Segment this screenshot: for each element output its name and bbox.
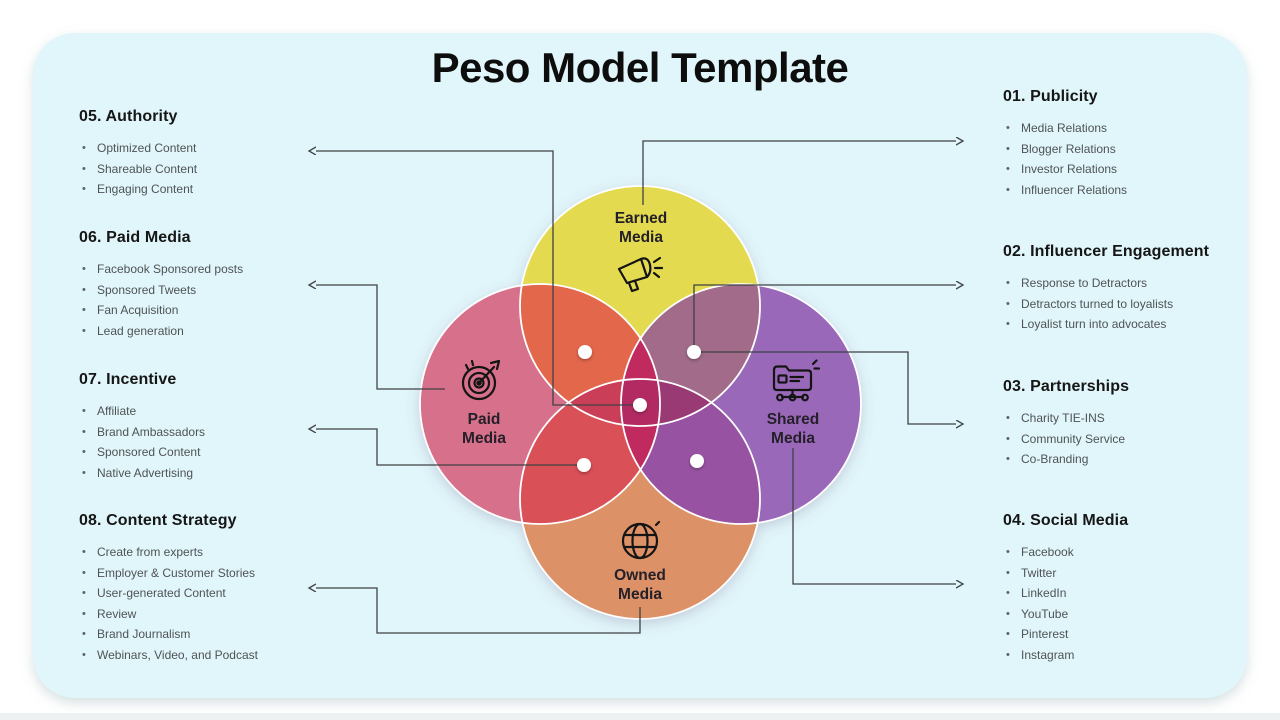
- list-item: Response to Detractors: [1003, 273, 1255, 294]
- list-item: YouTube: [1003, 604, 1255, 625]
- list-item: Webinars, Video, and Podcast: [79, 645, 331, 666]
- list-item: Twitter: [1003, 563, 1255, 584]
- intersection-dot-center: [633, 398, 647, 412]
- connector-line-influencer-engagement: [693, 285, 956, 352]
- section-content-strategy: 08. Content Strategy Create from experts…: [79, 512, 331, 666]
- list-item: Fan Acquisition: [79, 300, 331, 321]
- section-partnerships: 03. Partnerships Charity TIE-INSCommunit…: [1003, 378, 1255, 470]
- section-list: AffiliateBrand AmbassadorsSponsored Cont…: [79, 401, 331, 483]
- megaphone-icon: [617, 256, 664, 293]
- intersection-dot-earned-shared: [687, 345, 701, 359]
- venn-label-paid: Paid Media: [462, 411, 506, 447]
- venn-outline: [519, 185, 761, 427]
- section-heading: 05. Authority: [79, 108, 178, 125]
- list-item: Pinterest: [1003, 624, 1255, 645]
- list-item: User-generated Content: [79, 583, 331, 604]
- list-item: Brand Ambassadors: [79, 422, 331, 443]
- globe-icon: [621, 520, 661, 560]
- slide-edge-strip: [0, 713, 1280, 720]
- section-authority: 05. Authority Optimized ContentShareable…: [79, 108, 331, 200]
- list-item: Charity TIE-INS: [1003, 408, 1255, 429]
- intersection-dot-earned-paid: [578, 345, 592, 359]
- list-item: Employer & Customer Stories: [79, 563, 331, 584]
- page-title: Peso Model Template: [431, 44, 849, 91]
- intersection-dot-shared-owned: [690, 454, 704, 468]
- section-incentive: 07. Incentive AffiliateBrand Ambassadors…: [79, 371, 331, 483]
- section-list: Charity TIE-INSCommunity ServiceCo-Brand…: [1003, 408, 1255, 470]
- section-paid-media: 06. Paid Media Facebook Sponsored postsS…: [79, 229, 331, 341]
- connector-line-publicity: [642, 141, 956, 205]
- section-list: Facebook Sponsored postsSponsored Tweets…: [79, 259, 331, 341]
- section-heading: 07. Incentive: [79, 371, 177, 388]
- list-item: Community Service: [1003, 429, 1255, 450]
- list-item: Facebook: [1003, 542, 1255, 563]
- venn-label-owned: Owned Media: [614, 567, 666, 603]
- list-item: Engaging Content: [79, 179, 331, 200]
- list-item: Investor Relations: [1003, 159, 1255, 180]
- list-item: Native Advertising: [79, 463, 331, 484]
- section-list: Optimized ContentShareable ContentEngagi…: [79, 138, 331, 200]
- connector-line-content-strategy: [316, 588, 641, 634]
- list-item: Shareable Content: [79, 159, 331, 180]
- list-item: Lead generation: [79, 321, 331, 342]
- intersection-dot-paid-owned: [577, 458, 591, 472]
- venn-label-shared: Shared Media: [766, 411, 820, 447]
- list-item: Loyalist turn into advocates: [1003, 314, 1255, 335]
- list-item: Detractors turned to loyalists: [1003, 294, 1255, 315]
- list-item: Influencer Relations: [1003, 180, 1255, 201]
- list-item: Brand Journalism: [79, 624, 331, 645]
- section-list: Response to DetractorsDetractors turned …: [1003, 273, 1255, 335]
- section-heading: 01. Publicity: [1003, 88, 1098, 105]
- section-heading: 03. Partnerships: [1003, 378, 1130, 395]
- section-list: Media RelationsBlogger RelationsInvestor…: [1003, 118, 1255, 200]
- venn-outline: [419, 283, 661, 525]
- section-heading: 08. Content Strategy: [79, 512, 237, 529]
- connector-line-authority: [316, 151, 640, 406]
- connector-line-social-media: [792, 448, 956, 584]
- section-influencer-engagement: 02. Influencer Engagement Response to De…: [1003, 243, 1255, 335]
- venn-label-earned: Earned Media: [614, 210, 668, 246]
- list-item: Affiliate: [79, 401, 331, 422]
- section-publicity: 01. Publicity Media RelationsBlogger Rel…: [1003, 88, 1255, 200]
- section-list: Create from expertsEmployer & Customer S…: [79, 542, 331, 666]
- section-social-media: 04. Social Media FacebookTwitterLinkedIn…: [1003, 512, 1255, 666]
- list-item: Co-Branding: [1003, 449, 1255, 470]
- section-list: FacebookTwitterLinkedInYouTubePinterestI…: [1003, 542, 1255, 666]
- list-item: Review: [79, 604, 331, 625]
- shared-folder-icon: [772, 359, 821, 402]
- list-item: Instagram: [1003, 645, 1255, 666]
- section-heading: 02. Influencer Engagement: [1003, 243, 1210, 260]
- list-item: Optimized Content: [79, 138, 331, 159]
- list-item: Media Relations: [1003, 118, 1255, 139]
- list-item: Blogger Relations: [1003, 139, 1255, 160]
- list-item: Sponsored Content: [79, 442, 331, 463]
- target-icon: [461, 359, 501, 401]
- connector-line-incentive: [316, 429, 584, 466]
- list-item: Create from experts: [79, 542, 331, 563]
- list-item: LinkedIn: [1003, 583, 1255, 604]
- list-item: Sponsored Tweets: [79, 280, 331, 301]
- list-item: Facebook Sponsored posts: [79, 259, 331, 280]
- section-heading: 04. Social Media: [1003, 512, 1129, 529]
- venn-outline: [620, 283, 862, 525]
- section-heading: 06. Paid Media: [79, 229, 191, 246]
- connector-line-partnerships: [694, 351, 956, 424]
- connector-line-paid-media: [316, 285, 445, 390]
